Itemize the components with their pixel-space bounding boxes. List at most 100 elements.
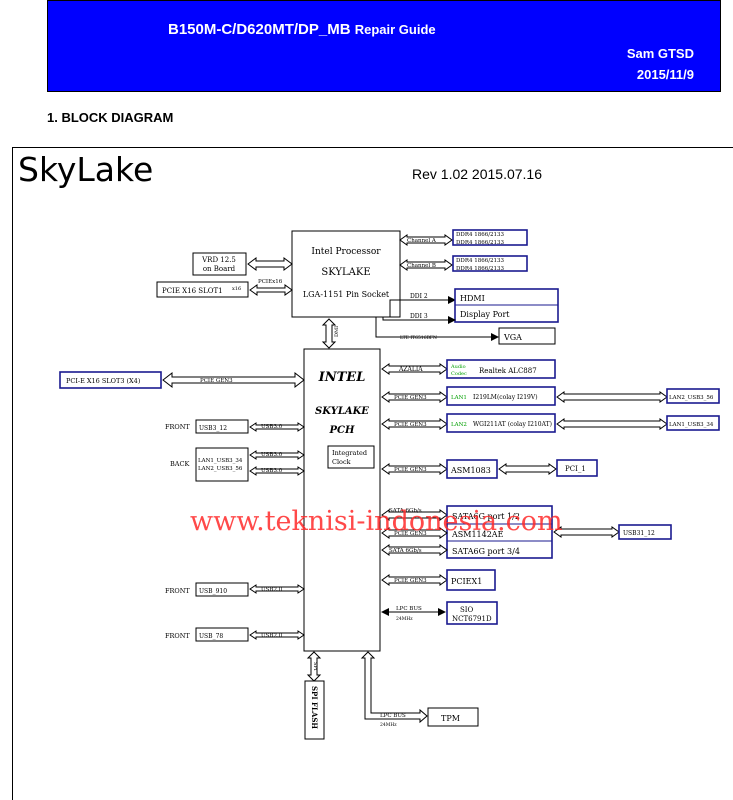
pch-label-1: INTEL (318, 370, 366, 385)
sata34-label: SATA6G port 3/4 (452, 547, 520, 556)
azalia-label: AZALIA (398, 366, 423, 373)
spi-label: SPI (312, 662, 318, 671)
usb3-12-box (195, 419, 249, 434)
ddr-ch-b-arrow (399, 259, 453, 271)
lan1-tag: LAN1 (451, 395, 467, 401)
vrd-arrow (247, 257, 293, 271)
usb-78-box (195, 627, 249, 642)
watermark: www.teknisi-indonesia.com (190, 506, 563, 537)
vrd-label-2: on Board (203, 265, 236, 273)
usb-910-arrow (249, 584, 305, 594)
pciex1-label: PCIEX1 (451, 577, 482, 586)
ddr-a2: DDR4 1866/2133 (456, 240, 505, 246)
lan-usb-2: LAN2_USB3_56 (198, 466, 243, 472)
audio-label-2: Codec (451, 371, 467, 377)
sio-clk: 24MHz (396, 616, 413, 622)
codec-label: Realtek ALC887 (479, 367, 537, 375)
asm1142-label: ASM1142AE (451, 530, 504, 539)
usb-78-arrow (249, 630, 305, 640)
platform-name: SkyLake (18, 150, 154, 189)
tpm-box (427, 707, 479, 727)
doc-date: 2015/11/9 (636, 67, 694, 82)
cpu-label-1: Intel Processor (311, 247, 381, 257)
ddr-b2: DDR4 1866/2133 (456, 266, 505, 272)
lan2-box (446, 413, 556, 433)
tpm-label: TPM (441, 714, 460, 723)
tpm-arrow (360, 651, 428, 724)
lan2-usb-box (666, 388, 720, 404)
lan2-chip: WGI211AT (colay I210AT) (473, 421, 552, 428)
cpu-label-2: SKYLAKE (321, 267, 370, 278)
pch-label-2: SKYLAKE (315, 406, 369, 417)
pch-label-3: PCH (329, 425, 355, 436)
lan1-chip: I219LM(colay I219V) (473, 394, 538, 401)
lan1-usb-box (666, 415, 720, 431)
ddr-ch-a-arrow (399, 234, 453, 246)
ddr-a-box (452, 229, 528, 246)
front-label-2: FRONT (165, 587, 190, 595)
lan1-bus: PCIE GEN3 (394, 395, 427, 401)
vrd-box (192, 252, 247, 276)
tpm-clk: 24MHz (380, 722, 397, 728)
sio-label-2: NCT6791D (452, 615, 492, 623)
vga-chip: LTE IT6516BFN (400, 335, 437, 341)
pcie-slot1-lanes: x16 (232, 286, 241, 292)
asm1083-label: ASM1083 (450, 466, 491, 475)
asm1083-bus: PCIE GEN3 (394, 467, 427, 473)
author: Sam GTSD (626, 46, 694, 61)
lan-usb-bus-1: USB3.0 (261, 452, 283, 458)
vga-label: VGA (503, 333, 522, 342)
front-label-3: FRONT (165, 632, 190, 640)
lan2-tag: LAN2 (451, 422, 467, 428)
slot3-bus: PCIE GEN3 (200, 378, 233, 384)
back-label: BACK (170, 460, 189, 468)
hdmi-label: HDMI (460, 294, 485, 303)
sio-box (446, 601, 498, 625)
usb3-12-label: USB3_12 (199, 425, 227, 432)
vga-line (375, 317, 499, 341)
divider (12, 147, 733, 148)
ddi3-line (382, 316, 456, 324)
usb3-12-arrow (249, 422, 305, 432)
spi-flash-label: SPI FLASH (310, 686, 319, 729)
dp-label: Display Port (460, 310, 510, 319)
pci1-arrow (498, 463, 557, 475)
front-label-1: FRONT (165, 423, 190, 431)
usb31-arrow (553, 526, 620, 538)
pcie-slot1-box (156, 281, 249, 298)
usb31-box (618, 524, 672, 540)
slot3-arrow (162, 371, 305, 389)
sio-lpc: LPC BUS (396, 606, 422, 612)
pci1-label: PCI_1 (565, 465, 586, 473)
lan1-box (446, 386, 556, 406)
asm1142-bus: PCIE GEN3 (394, 531, 427, 537)
pcie-slot3-label: PCI-E X16 SLOT3 (X4) (66, 377, 141, 385)
pciex1-box (446, 569, 496, 591)
spi-flash-box (304, 680, 325, 740)
ddi2-label: DDI 2 (410, 293, 428, 300)
usb-910-label: USB_910 (199, 588, 227, 595)
ddr-a1: DDR4 1866/2133 (456, 232, 505, 238)
section-title: 1. BLOCK DIAGRAM (47, 110, 174, 125)
ddr-b1: DDR4 1866/2133 (456, 258, 505, 264)
ddr-b-box (452, 255, 528, 272)
pcie-slot3-box (59, 371, 162, 389)
pciex1-bus: PCIE GEN3 (394, 578, 427, 584)
lan2-bus: PCIE GEN3 (394, 422, 427, 428)
sata12-label: SATA6G port 1/2 (452, 512, 520, 521)
lan-usb-1: LAN1_USB3_34 (198, 458, 243, 464)
tpm-lpc: LPC BUS (380, 713, 406, 719)
usb31-label: USB31_12 (623, 530, 655, 537)
lan1-usb-label: LAN1_USB3_34 (669, 422, 714, 428)
pci1-box (556, 459, 598, 477)
cpu-label-3: LGA-1151 Pin Socket (303, 290, 390, 299)
divider-vertical (12, 147, 13, 800)
revision: Rev 1.02 2015.07.16 (412, 166, 542, 182)
asm1142-arrow (381, 527, 448, 539)
vrd-label-1: VRD 12.5 (201, 256, 236, 264)
sio-label-1: SIO (460, 606, 474, 614)
lan-usb-bus-2: USB3.0 (261, 468, 283, 474)
doc-title: B150M-C/D620MT/DP_MB Repair Guide (168, 21, 436, 38)
usb-78-label: USB_78 (199, 633, 223, 640)
